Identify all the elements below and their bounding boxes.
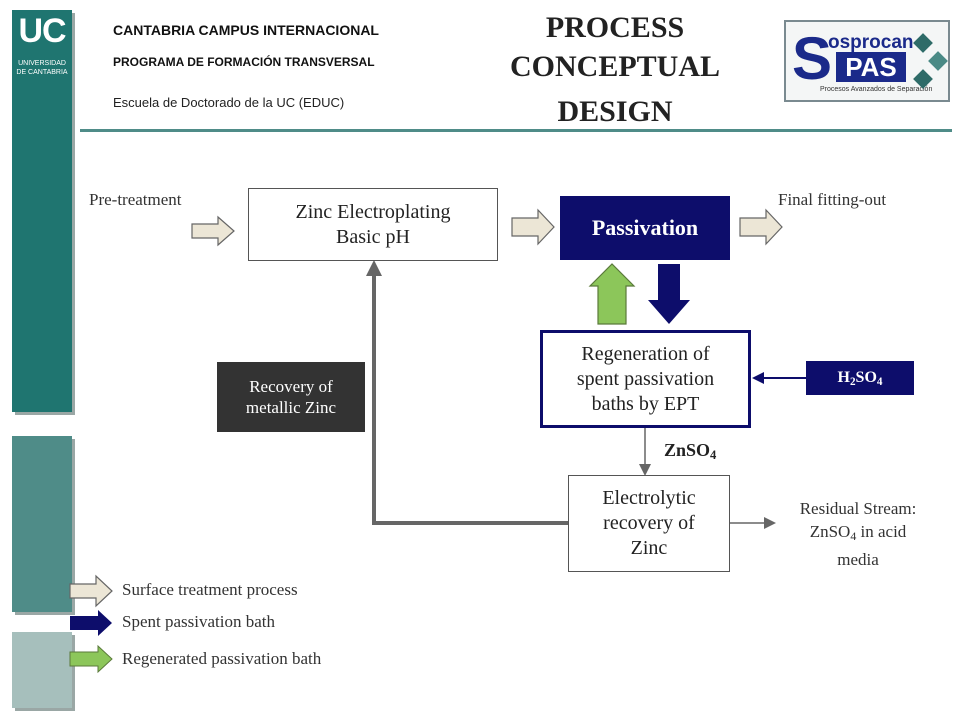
- legend-regenerated-arrow-icon: [69, 644, 113, 674]
- regeneration-line1: Regeneration of: [581, 342, 710, 365]
- acid-box: H2SO4: [806, 361, 914, 395]
- uc-logo-line2: DE CANTABRIA: [16, 69, 68, 76]
- electrolytic-line2: recovery of: [603, 512, 695, 534]
- electroplating-line1: Zinc Electroplating: [295, 200, 451, 223]
- regenerated-arrow-icon: [588, 263, 636, 325]
- project-logo-tagline: Procesos Avanzados de Separación: [820, 86, 933, 93]
- residual-after: in acid: [856, 522, 907, 541]
- school-name: Escuela de Doctorado de la UC (EDUC): [113, 95, 345, 110]
- passivation-box: Passivation: [560, 196, 730, 260]
- project-logo-top: osprocan: [828, 32, 914, 53]
- legend-spent-label: Spent passivation bath: [122, 612, 275, 631]
- residual-stream-label: Residual Stream: ZnSO4 in acid media: [776, 497, 940, 571]
- regeneration-line2: spent passivation: [576, 367, 715, 390]
- flow-arrow-icon: [511, 208, 555, 246]
- final-fitting-label: Final fitting-out: [778, 190, 887, 209]
- flow-arrow-icon: [191, 215, 235, 247]
- recovery-line2: metallic Zinc: [245, 398, 337, 417]
- acid-mid: SO: [855, 368, 877, 386]
- page-title: PROCESS CONCEPTUAL DESIGN: [490, 8, 740, 131]
- acid-sub1: 2: [849, 375, 856, 388]
- side-bar-top: [12, 10, 72, 412]
- header-divider: [80, 129, 952, 132]
- acid-sub2: 4: [876, 375, 883, 388]
- residual-line3: media: [837, 549, 879, 569]
- legend-surface-label: Surface treatment process: [122, 580, 298, 599]
- flow-arrow-icon: [739, 208, 783, 246]
- passivation-label: Passivation: [591, 215, 699, 241]
- title-line-1: PROCESS: [545, 11, 685, 44]
- electroplating-box: Zinc Electroplating Basic pH: [248, 188, 498, 261]
- zinc-return-loop: [366, 260, 568, 525]
- znso4-flow-arrow: [639, 428, 651, 476]
- acid-formula: H2SO4: [838, 368, 883, 389]
- znso4-main: ZnSO: [664, 440, 711, 460]
- pretreatment-label: Pre-treatment: [89, 190, 182, 209]
- side-bar-bottom: [12, 632, 72, 708]
- recovery-line1: Recovery of: [249, 376, 333, 396]
- residual-flow-arrow: [730, 517, 776, 529]
- project-logo-main: PAS: [836, 52, 906, 82]
- spent-arrow-icon: [648, 264, 690, 324]
- org-name: CANTABRIA CAMPUS INTERNACIONAL: [113, 22, 379, 38]
- znso4-sub: 4: [710, 448, 717, 463]
- legend-surface-arrow-icon: [69, 574, 113, 608]
- residual-sub: 4: [850, 528, 857, 543]
- electrolytic-box: Electrolytic recovery of Zinc: [568, 475, 730, 572]
- electrolytic-line1: Electrolytic: [602, 487, 696, 509]
- project-logo-s: S: [792, 25, 833, 92]
- acid-feed-arrow: [752, 372, 806, 384]
- regeneration-box: Regeneration of spent passivation baths …: [540, 330, 751, 428]
- recovery-box: Recovery of metallic Zinc: [217, 362, 365, 432]
- residual-line1: Residual Stream:: [799, 499, 917, 518]
- legend-spent-arrow-icon: [70, 610, 112, 636]
- side-bar-middle: [12, 436, 72, 612]
- uc-logo-line1: UNIVERSIDAD: [18, 60, 66, 67]
- residual-main: ZnSO: [809, 522, 851, 541]
- title-line-2: CONCEPTUAL: [509, 50, 720, 83]
- legend-regenerated-label: Regenerated passivation bath: [122, 649, 322, 668]
- residual-line2: ZnSO4 in acid: [776, 520, 940, 548]
- project-logo: S osprocan PAS Procesos Avanzados de Sep…: [784, 20, 950, 102]
- uc-logo: UC UNIVERSIDAD DE CANTABRIA: [12, 10, 72, 80]
- program-name: PROGRAMA DE FORMACIÓN TRANSVERSAL: [113, 55, 375, 69]
- acid-main: H: [837, 368, 850, 386]
- regeneration-line3: baths by EPT: [591, 392, 700, 415]
- znso4-label: ZnSO4: [664, 440, 716, 463]
- title-line-3: DESIGN: [557, 95, 673, 128]
- electrolytic-line3: Zinc: [630, 537, 668, 559]
- uc-logo-letters: UC: [18, 12, 66, 50]
- electroplating-line2: Basic pH: [336, 225, 410, 248]
